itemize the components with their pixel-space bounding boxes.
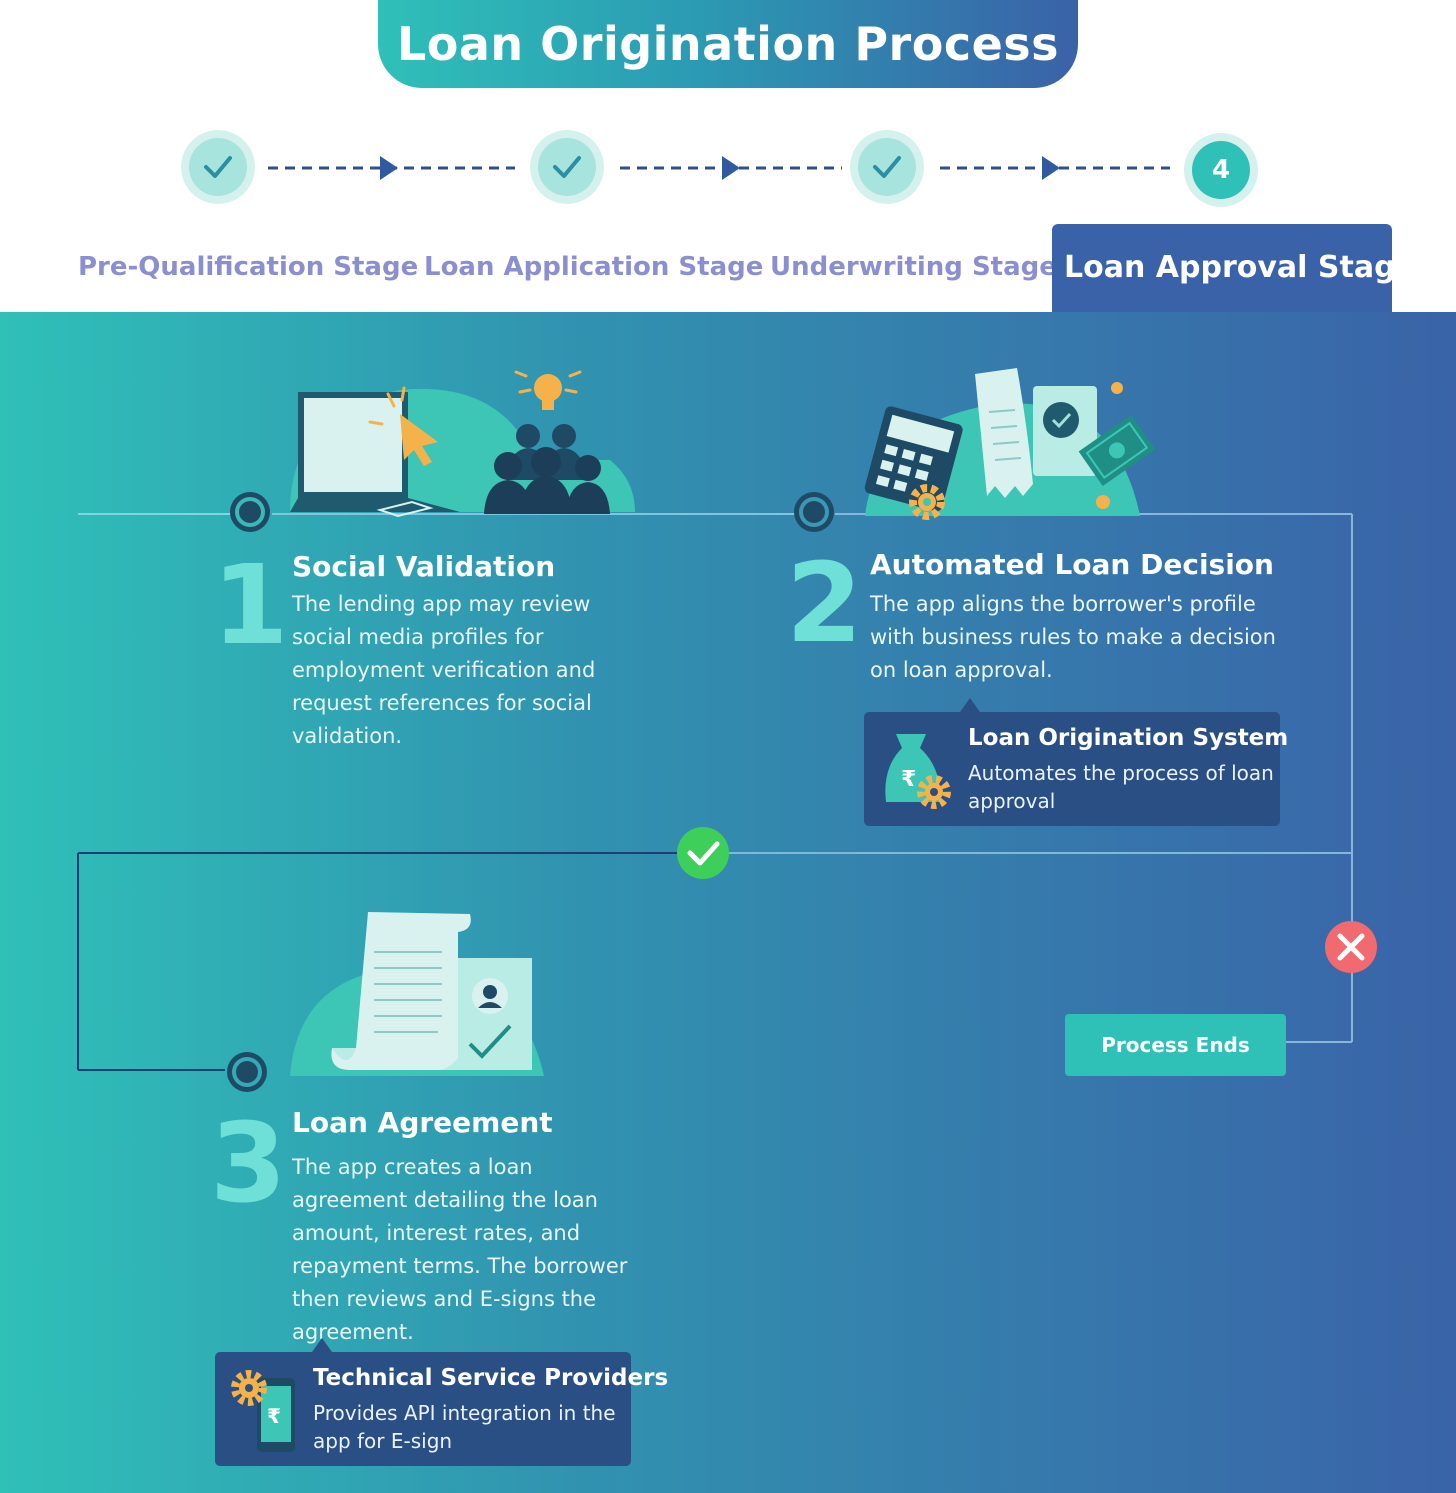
page-title: Loan Origination Process (396, 17, 1060, 71)
node-dot-2 (794, 492, 834, 532)
check-icon (873, 156, 901, 178)
step-complete-2 (530, 130, 604, 204)
automated-decision-illustration (864, 368, 1156, 520)
arrow-right-icon (1042, 156, 1060, 180)
step-text-3: The app creates a loan agreement detaili… (292, 1155, 628, 1344)
stage-loan-application: Loan Application Stage (424, 252, 764, 282)
phone-gear-icon: ₹ (231, 1370, 295, 1452)
box-pointer (312, 1338, 332, 1352)
title-banner: Loan Origination Process (378, 0, 1078, 88)
stage-loan-approval-active: Loan Approval Stage (1052, 224, 1416, 314)
approved-check-icon (677, 827, 729, 879)
step-number-2: 2 (786, 539, 863, 667)
stage-loan-approval: Loan Approval Stage (1064, 250, 1416, 285)
stage-pre-qualification: Pre-Qualification Stage (78, 252, 419, 282)
loan-origination-system-box: ₹ Loan Origination System Automates the … (864, 712, 1288, 826)
node-dot-1 (230, 492, 270, 532)
rejected-x-icon (1325, 921, 1377, 973)
box-pointer (960, 698, 980, 712)
step-title-3: Loan Agreement (292, 1106, 553, 1139)
social-validation-illustration (290, 370, 635, 518)
flow-lines (77, 492, 1377, 1092)
box-text: Automates the process of loan approval (968, 761, 1274, 813)
step-complete-1 (181, 130, 255, 204)
stage-underwriting: Underwriting Stage (770, 252, 1057, 282)
process-ends-label: Process Ends (1101, 1033, 1250, 1057)
step-number: 4 (1192, 141, 1250, 199)
stepper-connectors (268, 156, 1170, 180)
gear-icon (909, 484, 945, 520)
step-complete-3 (850, 130, 924, 204)
box-title: Technical Service Providers (313, 1365, 669, 1391)
arrow-right-icon (722, 156, 740, 180)
content-panel: 1 Social Validation The lending app may … (0, 312, 1456, 1493)
technical-service-providers-box: ₹ Technical Service Providers Provides A… (215, 1352, 668, 1466)
arrow-right-icon (380, 156, 398, 180)
node-dot-3 (227, 1052, 267, 1092)
step-title-2: Automated Loan Decision (870, 548, 1274, 581)
svg-text:₹: ₹ (267, 1404, 281, 1428)
check-icon (553, 156, 581, 178)
process-ends-button: Process Ends (1065, 1014, 1286, 1076)
step-text-1: The lending app may review social media … (292, 592, 596, 748)
box-title: Loan Origination System (968, 725, 1289, 751)
box-text: Provides API integration in the app for … (313, 1401, 616, 1453)
step-number-3: 3 (210, 1099, 287, 1227)
check-icon (204, 156, 232, 178)
step-number-1: 1 (212, 541, 289, 669)
money-bag-gear-icon: ₹ (885, 734, 951, 809)
step-current-4: 4 (1184, 133, 1258, 207)
step-title-1: Social Validation (292, 550, 556, 583)
svg-text:₹: ₹ (901, 767, 916, 792)
step-text-2: The app aligns the borrower's profile wi… (870, 592, 1276, 682)
loan-agreement-illustration (290, 912, 544, 1076)
